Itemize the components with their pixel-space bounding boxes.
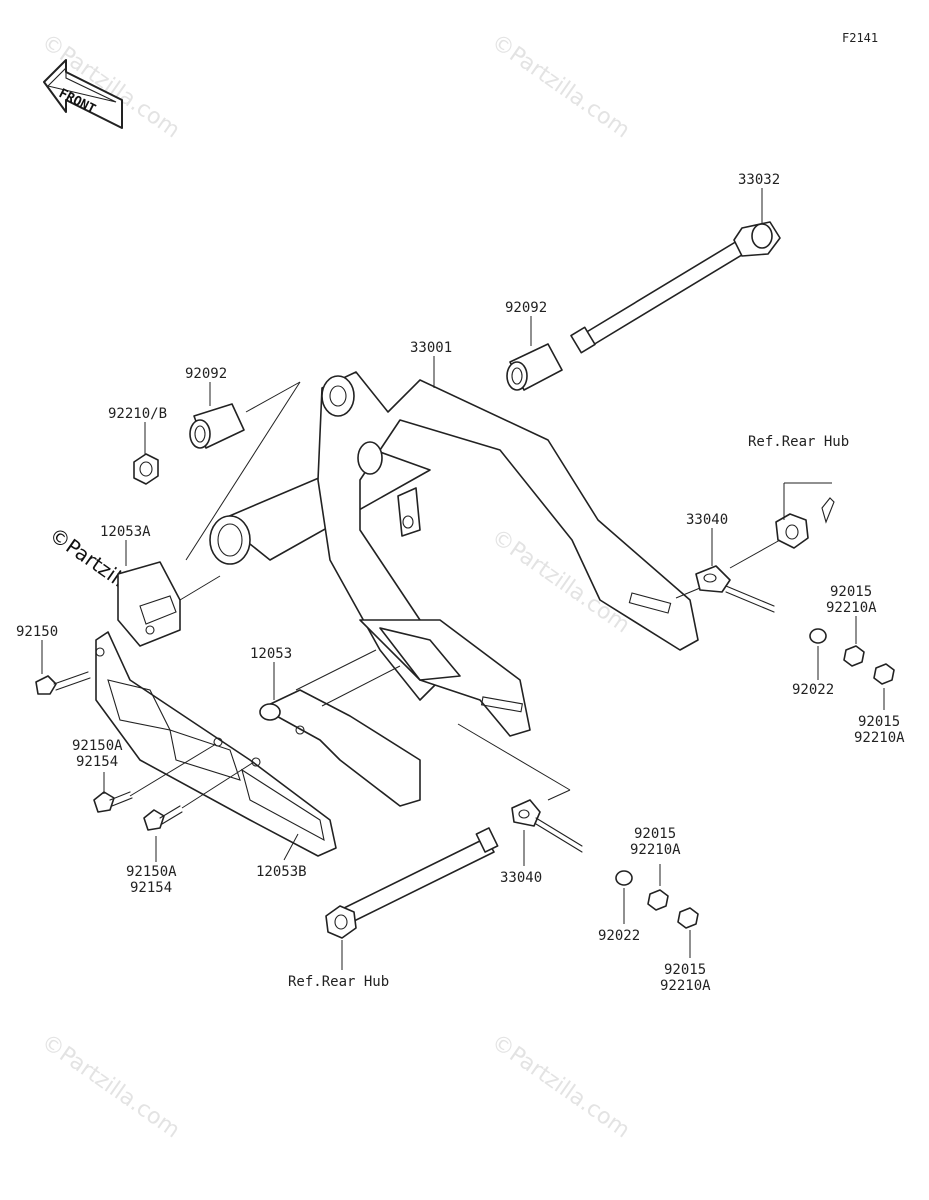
part-label: 33001 bbox=[410, 340, 452, 356]
part-label: 33040 bbox=[500, 870, 542, 886]
part-label: 92015 bbox=[634, 826, 676, 842]
part-label: 92210A bbox=[854, 730, 905, 746]
part-label: 92150A bbox=[72, 738, 123, 754]
part-label: Ref.Rear Hub bbox=[748, 434, 849, 450]
part-label: 33040 bbox=[686, 512, 728, 528]
collar-left bbox=[189, 403, 245, 449]
part-label: 92015 bbox=[664, 962, 706, 978]
nut-icon bbox=[647, 889, 669, 911]
part-label: 92150A bbox=[126, 864, 177, 880]
part-label: 92015 bbox=[858, 714, 900, 730]
bolt-icon bbox=[143, 805, 183, 831]
washer-icon bbox=[809, 628, 827, 644]
chain-adjuster-bottom bbox=[511, 799, 583, 853]
part-label: 12053A bbox=[100, 524, 151, 540]
part-label: 92154 bbox=[76, 754, 118, 770]
bolt-icon bbox=[93, 791, 133, 813]
part-label: Ref.Rear Hub bbox=[288, 974, 389, 990]
chain-slider bbox=[259, 689, 421, 807]
part-label: 33032 bbox=[738, 172, 780, 188]
nut-icon bbox=[873, 663, 895, 685]
nut-icon bbox=[843, 645, 865, 667]
part-label: 92022 bbox=[792, 682, 834, 698]
watermark: ©Partzilla.com bbox=[487, 1029, 635, 1143]
castle-nut-icon bbox=[775, 513, 809, 549]
nut-icon bbox=[677, 907, 699, 929]
part-label: 92154 bbox=[130, 880, 172, 896]
swingarm-pivot-shaft bbox=[570, 221, 781, 354]
rear-axle bbox=[325, 827, 499, 939]
cotter-pin-icon bbox=[821, 497, 835, 524]
part-label: 92092 bbox=[505, 300, 547, 316]
swingarm bbox=[209, 371, 699, 737]
collar-right bbox=[506, 343, 563, 391]
part-label: 92210A bbox=[826, 600, 877, 616]
part-label: 12053B bbox=[256, 864, 307, 880]
part-label: 92210A bbox=[630, 842, 681, 858]
leader-lines bbox=[41, 188, 885, 970]
watermark: ©Partzilla.com bbox=[37, 1029, 185, 1143]
part-label: 12053 bbox=[250, 646, 292, 662]
chain-adjuster-right bbox=[695, 565, 775, 613]
part-label: 92092 bbox=[185, 366, 227, 382]
part-label: 92015 bbox=[830, 584, 872, 600]
callout-labels: 33032 92092 33001 92092 92210/B 12053A 9… bbox=[16, 172, 905, 994]
chain-slider-a bbox=[117, 561, 181, 647]
part-label: 92150 bbox=[16, 624, 58, 640]
nut-icon bbox=[133, 453, 159, 485]
watermark: ©Partzilla.com bbox=[487, 29, 635, 143]
diagram-code: F2141 bbox=[842, 31, 878, 45]
part-label: 92210A bbox=[660, 978, 711, 994]
part-label: 92210/B bbox=[108, 406, 167, 422]
part-label: 92022 bbox=[598, 928, 640, 944]
assembly-lines bbox=[129, 381, 781, 809]
bolt-icon bbox=[35, 671, 91, 695]
washer-icon bbox=[615, 870, 633, 886]
